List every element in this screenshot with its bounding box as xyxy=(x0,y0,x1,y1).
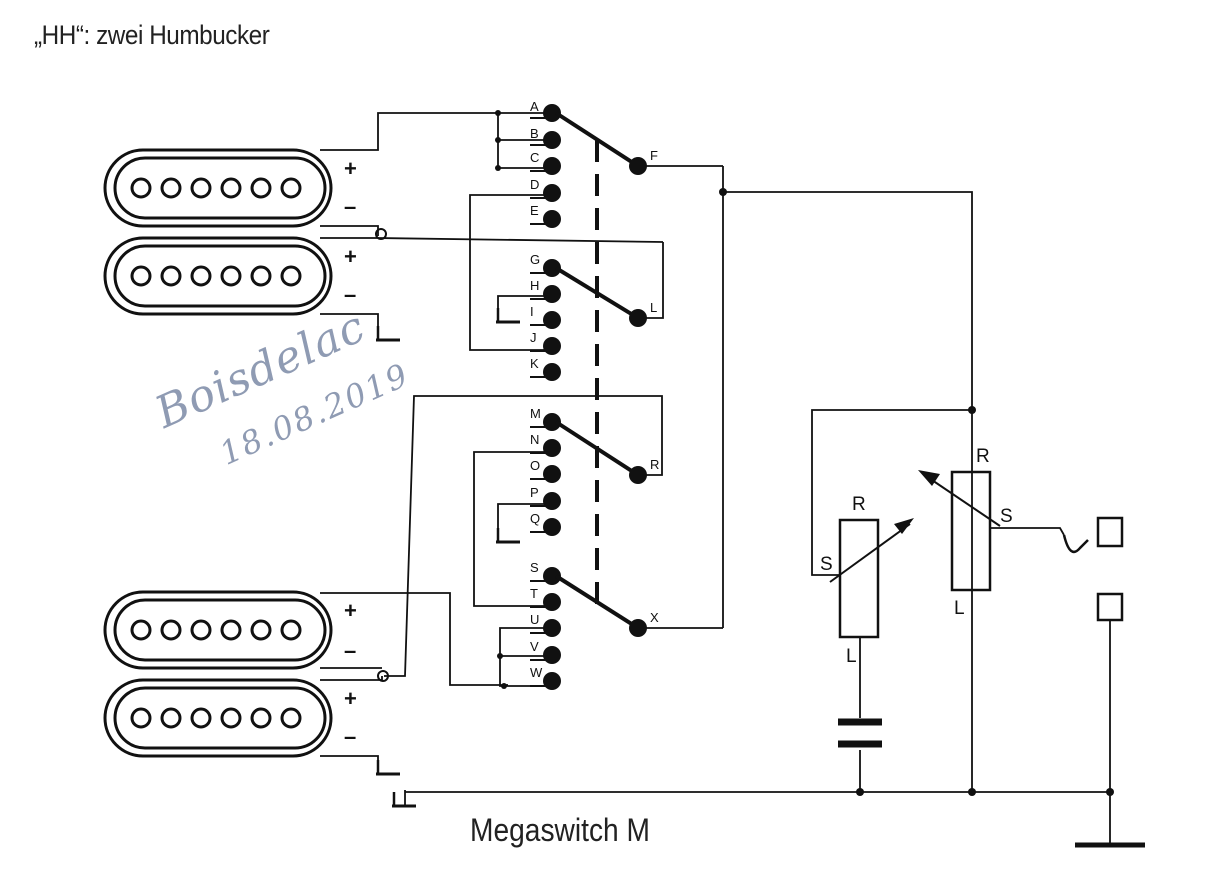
volume-pot-l-label: L xyxy=(954,598,965,619)
terminal-label: G xyxy=(530,252,540,267)
switch-common-r: R xyxy=(554,420,659,484)
output-jack xyxy=(1062,516,1124,622)
switch-terminal: I xyxy=(530,304,561,329)
terminal-label: Q xyxy=(530,511,540,526)
switch-terminal: A xyxy=(530,99,561,122)
megaswitch: A B C D E G H I J K M N O P Q S T U V W … xyxy=(530,99,659,690)
terminal-label: D xyxy=(530,177,539,192)
pickup-minus-label: – xyxy=(344,282,356,307)
terminal-label: I xyxy=(530,304,534,319)
tone-pot-l-label: L xyxy=(846,646,857,667)
switch-terminal: D xyxy=(530,177,561,202)
switch-terminal: S xyxy=(530,560,561,585)
terminal-label: U xyxy=(530,612,539,627)
diagram-caption: Megaswitch M xyxy=(470,812,650,848)
pickup-plus-label: + xyxy=(344,244,357,269)
volume-pot-r-label: R xyxy=(976,446,990,467)
ground-symbol xyxy=(494,306,522,324)
terminal-label: F xyxy=(650,148,658,163)
wires xyxy=(320,112,1111,845)
pickup-plus-label: + xyxy=(344,156,357,181)
terminal-label: S xyxy=(530,560,539,575)
junction-dots xyxy=(495,110,1114,796)
switch-terminal: G xyxy=(530,252,561,277)
volume-pot-s-label: S xyxy=(1000,506,1013,527)
tone-potentiometer: R S L xyxy=(820,494,914,667)
switch-terminal: T xyxy=(530,586,561,611)
humbucker-bridge-coil-1 xyxy=(103,590,333,670)
switch-common-f: F xyxy=(554,111,658,175)
switch-terminal: U xyxy=(530,612,561,637)
tone-pot-s-label: S xyxy=(820,554,833,575)
switch-terminal: W xyxy=(530,665,561,690)
pickup-minus-label: – xyxy=(344,724,356,749)
terminal-label: E xyxy=(530,203,539,218)
switch-terminal: P xyxy=(530,485,561,510)
terminal-label: B xyxy=(530,126,539,141)
switch-terminal: V xyxy=(530,639,561,664)
ground-symbol xyxy=(494,526,522,544)
switch-terminal: B xyxy=(530,126,561,149)
switch-common-l: L xyxy=(554,266,657,327)
terminal-label: C xyxy=(530,150,539,165)
switch-terminal: N xyxy=(530,432,561,457)
terminal-label: W xyxy=(530,665,543,680)
terminal-label: P xyxy=(530,485,539,500)
switch-terminal: H xyxy=(530,278,561,303)
humbucker-bridge-coil-2 xyxy=(103,678,333,758)
pickup-minus-label: – xyxy=(344,194,356,219)
ground-symbol xyxy=(374,324,402,342)
volume-potentiometer: R S L xyxy=(918,446,1013,619)
humbucker-neck-coil-1 xyxy=(103,148,333,228)
terminal-label: O xyxy=(530,458,540,473)
tone-capacitor xyxy=(838,718,882,748)
terminal-label: T xyxy=(530,586,538,601)
terminal-label: R xyxy=(650,457,659,472)
terminal-label: M xyxy=(530,406,541,421)
switch-terminal: O xyxy=(530,458,561,483)
tone-pot-r-label: R xyxy=(852,494,866,515)
terminal-label: H xyxy=(530,278,539,293)
switch-common-x: X xyxy=(554,574,659,637)
page-title: „HH“: zwei Humbucker xyxy=(34,20,270,50)
terminal-label: N xyxy=(530,432,539,447)
switch-terminal: Q xyxy=(530,511,561,536)
pickup-plus-label: + xyxy=(344,686,357,711)
ground-symbol xyxy=(390,790,418,808)
terminal-label: V xyxy=(530,639,539,654)
terminal-label: X xyxy=(650,610,659,625)
ground-symbol xyxy=(374,758,402,776)
terminal-label: L xyxy=(650,300,657,315)
terminal-label: J xyxy=(530,330,537,345)
humbucker-neck-coil-2 xyxy=(103,236,333,316)
pickup-minus-label: – xyxy=(344,638,356,663)
terminal-label: K xyxy=(530,356,539,371)
switch-terminal: M xyxy=(530,406,561,431)
wire-splice-markers xyxy=(375,228,389,682)
switch-terminal: J xyxy=(530,330,561,355)
switch-terminal: K xyxy=(530,356,561,381)
pickup-plus-label: + xyxy=(344,598,357,623)
switch-terminal: E xyxy=(530,203,561,228)
switch-terminal: C xyxy=(530,150,561,175)
terminal-label: A xyxy=(530,99,539,114)
